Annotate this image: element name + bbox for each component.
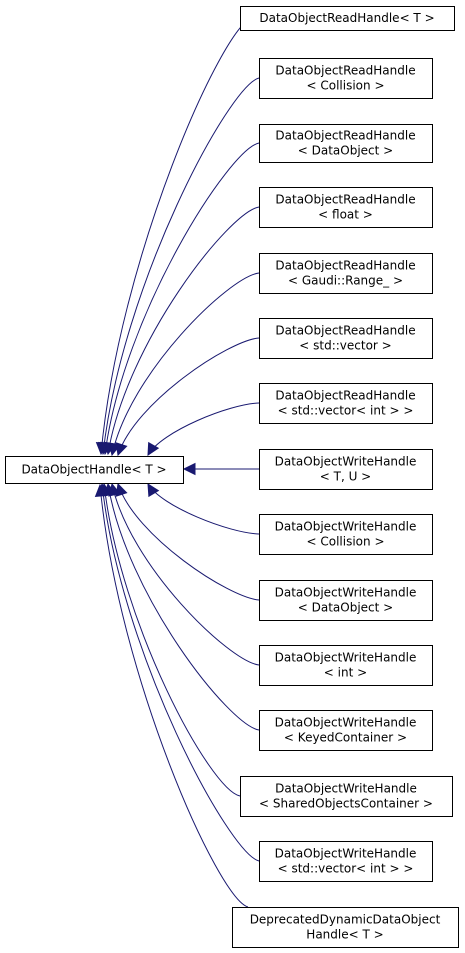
class-node-read-std-vector[interactable]: DataObjectReadHandle< std::vector > [259, 318, 433, 359]
inheritance-edge-write-dataobject [115, 482, 260, 601]
edge-line [111, 483, 260, 666]
edge-arrowhead [94, 483, 108, 498]
class-node-label: DataObjectReadHandle [275, 193, 415, 207]
edge-line [101, 483, 260, 862]
class-node-label: < std::vector > [299, 339, 391, 353]
class-node-label: < DataObject > [298, 601, 393, 615]
class-node-label: < Gaudi::Range_ > [288, 274, 403, 288]
class-node-label: DataObjectReadHandle [275, 129, 415, 143]
class-node-label: DataObjectWriteHandle [275, 716, 417, 730]
class-node-write-dataobject[interactable]: DataObjectWriteHandle< DataObject > [259, 580, 433, 621]
class-node-label: < Collision > [307, 535, 385, 549]
class-node-box [259, 710, 433, 751]
class-node-label: DataObjectReadHandle [275, 389, 415, 403]
edge-line [111, 272, 260, 456]
class-node-read-collision[interactable]: DataObjectReadHandle< Collision > [259, 58, 433, 99]
class-node-label: < std::vector< int > > [278, 404, 414, 418]
class-node-write-collision[interactable]: DataObjectWriteHandle< Collision > [259, 514, 433, 555]
class-node-label: DataObjectReadHandle< T > [259, 11, 434, 25]
class-node-box [259, 841, 433, 882]
class-node-box [259, 580, 433, 621]
inheritance-edge-deprecated-dynamic [94, 483, 249, 908]
class-node-read-std-vector-int[interactable]: DataObjectReadHandle< std::vector< int >… [259, 383, 433, 424]
class-node-label: Handle< T > [306, 928, 383, 942]
class-node-box [240, 6, 455, 31]
class-node-write-std-vector-int[interactable]: DataObjectWriteHandle< std::vector< int … [259, 841, 433, 882]
inheritance-edge-write-std-vector-int [96, 482, 260, 862]
class-node-write-shared-objects-container[interactable]: DataObjectWriteHandle< SharedObjectsCont… [240, 776, 453, 817]
class-node-box [232, 907, 459, 948]
class-node-write-keyed-container[interactable]: DataObjectWriteHandle< KeyedContainer > [259, 710, 433, 751]
class-node-label: < Collision > [307, 79, 385, 93]
edge-line [117, 483, 260, 601]
class-node-label: < float > [318, 208, 373, 222]
class-node-read-float[interactable]: DataObjectReadHandle< float > [259, 187, 433, 228]
class-node-read-gaudi-range[interactable]: DataObjectReadHandle< Gaudi::Range_ > [259, 253, 433, 294]
edge-line [102, 77, 260, 455]
class-node-box [259, 187, 433, 228]
class-node-write-int[interactable]: DataObjectWriteHandle< int > [259, 645, 433, 686]
inheritance-edge-read-std-vector [115, 337, 260, 457]
class-node-box [259, 318, 433, 359]
inheritance-edge-read-std-vector-int [147, 402, 260, 456]
class-node-label: DataObjectReadHandle [275, 324, 415, 338]
edge-line [117, 337, 260, 456]
edge-line [100, 17, 253, 455]
class-node-label: DataObjectWriteHandle [275, 586, 417, 600]
inheritance-edge-read-gaudi-range [108, 272, 260, 457]
inheritance-edges [94, 17, 260, 908]
edge-line [99, 484, 249, 908]
inheritance-edge-write-collision [147, 483, 260, 535]
edge-arrowhead [147, 441, 160, 456]
class-node-box [259, 449, 433, 490]
inheritance-edge-write-t-u [182, 462, 259, 476]
class-node-label: < KeyedContainer > [284, 731, 407, 745]
inheritance-edge-write-shared-objects-container [99, 482, 241, 797]
class-node-box [259, 58, 433, 99]
inheritance-edge-write-keyed-container [103, 482, 260, 731]
edge-line [104, 142, 260, 455]
edge-arrowhead [115, 442, 128, 457]
class-node-label: DataObjectWriteHandle [275, 455, 417, 469]
class-node-label: DataObjectHandle< T > [21, 463, 166, 477]
edge-line [147, 483, 260, 535]
class-node-box [259, 645, 433, 686]
class-node-read-t[interactable]: DataObjectReadHandle< T > [240, 6, 455, 31]
class-node-label: < SharedObjectsContainer > [259, 797, 433, 811]
class-node-box [259, 124, 433, 163]
edge-arrowhead [147, 483, 160, 498]
class-node-write-t-u[interactable]: DataObjectWriteHandle< T, U > [259, 449, 433, 490]
class-node-box [240, 776, 453, 817]
edge-arrowhead [182, 462, 196, 476]
inheritance-edge-read-float [103, 206, 260, 456]
edge-line [107, 483, 260, 731]
class-node-box [5, 456, 184, 484]
edge-line [147, 402, 260, 456]
class-node-box [259, 383, 433, 424]
class-node-label: < std::vector< int > > [278, 862, 414, 876]
class-node-label: < T, U > [320, 470, 371, 484]
class-node-label: < DataObject > [298, 144, 393, 158]
edge-line [107, 206, 260, 455]
class-nodes: DataObjectHandle< T > DataObjectReadHandl… [5, 6, 459, 948]
class-node-read-dataobject[interactable]: DataObjectReadHandle< DataObject > [259, 124, 433, 163]
edge-line [103, 483, 241, 797]
class-node-label: DataObjectWriteHandle [275, 847, 417, 861]
class-node-label: DeprecatedDynamicDataObject [250, 913, 441, 927]
inheritance-edge-read-collision [97, 77, 260, 456]
class-node-label: DataObjectWriteHandle [275, 782, 417, 796]
class-node-base[interactable]: DataObjectHandle< T > [5, 456, 184, 484]
class-node-box [259, 514, 433, 555]
class-node-label: DataObjectReadHandle [275, 259, 415, 273]
inheritance-edge-read-t [95, 17, 253, 456]
class-node-box [259, 253, 433, 294]
class-node-label: DataObjectWriteHandle [275, 520, 417, 534]
class-node-label: < int > [324, 666, 367, 680]
class-node-label: DataObjectReadHandle [275, 64, 415, 78]
class-node-label: DataObjectWriteHandle [275, 651, 417, 665]
